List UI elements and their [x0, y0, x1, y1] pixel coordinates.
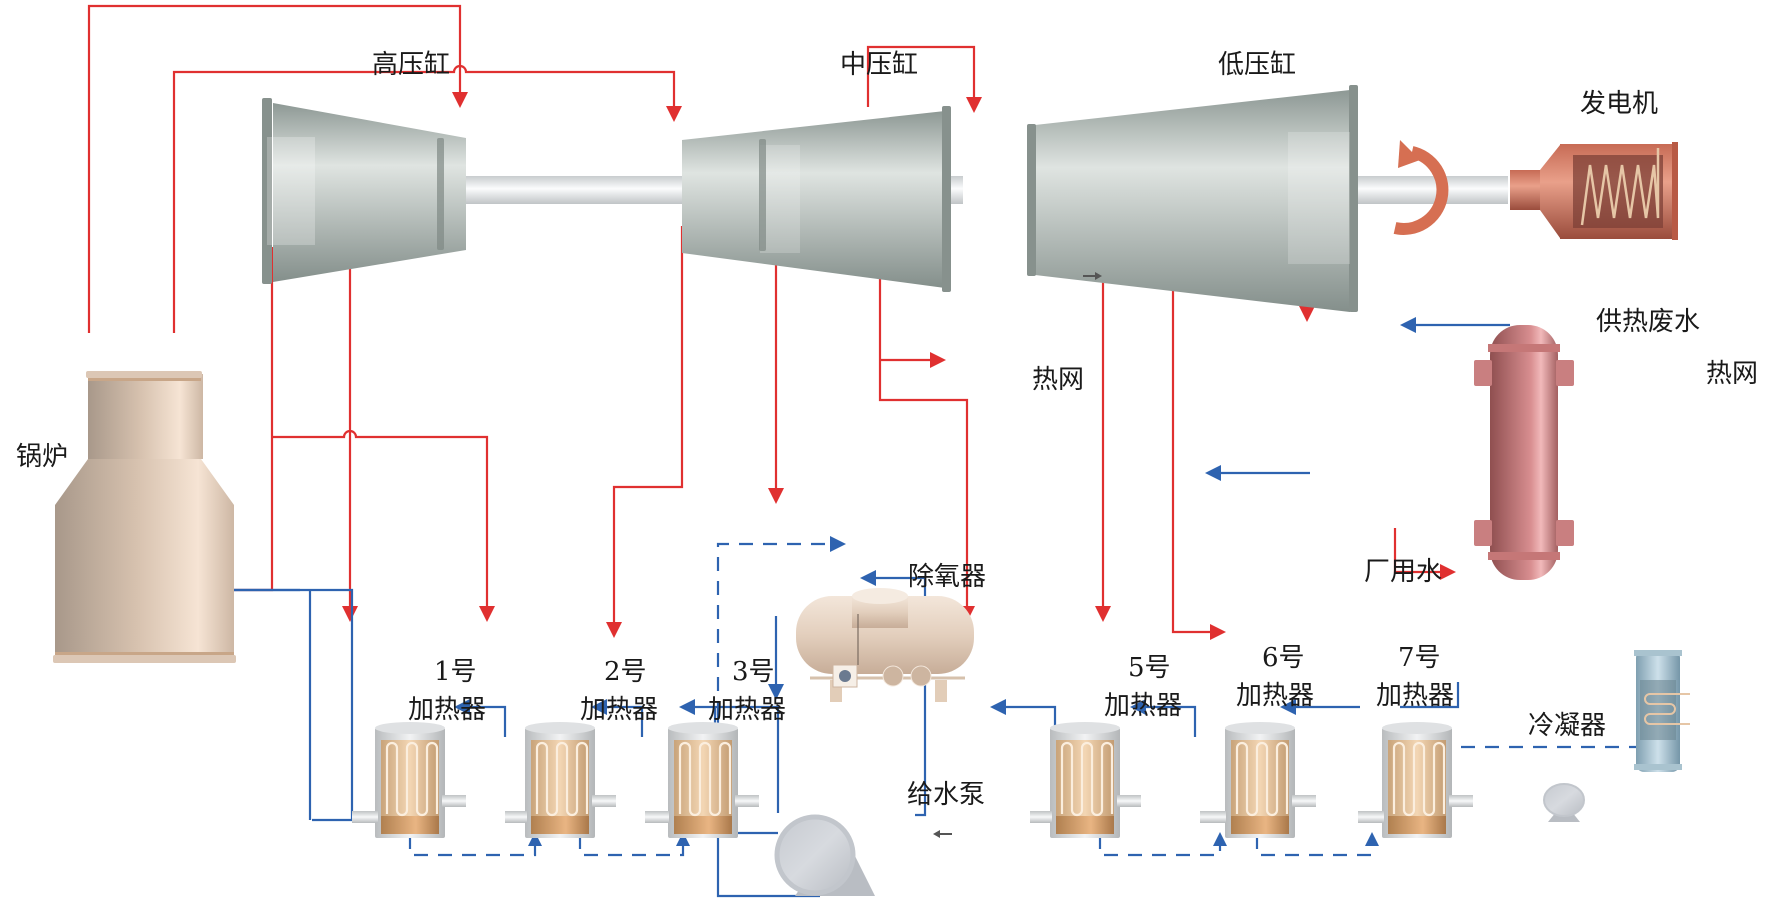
- label-heater-1-number: 1号: [434, 657, 477, 687]
- label-plant-water: 厂用水: [1364, 557, 1442, 587]
- heater-5: [1050, 722, 1120, 838]
- label-generator: 发电机: [1580, 89, 1658, 119]
- label-ip-turbine: 中压缸: [840, 50, 918, 80]
- label-heater-7-number: 7号: [1398, 643, 1441, 673]
- condenser: [1634, 650, 1690, 772]
- shaft-ip-lp: [951, 176, 963, 204]
- label-heater-6-name: 加热器: [1236, 681, 1314, 711]
- feed-pump: [774, 814, 952, 896]
- deaerator: [796, 588, 974, 702]
- label-heater-6-number: 6号: [1262, 643, 1305, 673]
- label-heat-network-out: 热网: [1032, 365, 1084, 395]
- label-heater-5-name: 加热器: [1104, 691, 1182, 721]
- label-heater-2-number: 2号: [604, 657, 647, 687]
- heater-7: [1382, 722, 1452, 838]
- label-boiler: 锅炉: [16, 442, 68, 472]
- condensate-pump: [1543, 783, 1585, 822]
- label-heater-3-number: 3号: [732, 657, 775, 687]
- label-condenser: 冷凝器: [1528, 711, 1606, 741]
- label-heater-3-name: 加热器: [708, 695, 786, 725]
- lp-turbine: [1027, 85, 1358, 312]
- boiler: [53, 371, 236, 663]
- heater-2: [525, 722, 595, 838]
- shaft-hp-ip: [466, 176, 682, 204]
- heater-3: [668, 722, 738, 838]
- labels: 高压缸 中压缸 低压缸 发电机 锅炉 热网 供热废水 热网 厂用水 除氧器 给水…: [16, 50, 1758, 810]
- label-heater-1-name: 加热器: [408, 695, 486, 725]
- label-heating-waste-water: 供热废水: [1596, 307, 1700, 337]
- heater-6: [1225, 722, 1295, 838]
- ip-turbine: [682, 106, 951, 292]
- label-hp-turbine: 高压缸: [372, 50, 450, 80]
- hp-turbine: [262, 98, 466, 284]
- heater-1: [375, 722, 445, 838]
- heater-pipes: [352, 795, 1473, 823]
- generator: [1510, 142, 1678, 240]
- heat-exchanger: [1474, 325, 1574, 580]
- label-heater-2-name: 加热器: [580, 695, 658, 725]
- label-heat-network-in: 热网: [1706, 359, 1758, 389]
- rotation-arrow-icon: [1393, 140, 1449, 235]
- label-heater-7-name: 加热器: [1376, 681, 1454, 711]
- shaft-lp-gen: [1358, 176, 1508, 204]
- label-lp-turbine: 低压缸: [1218, 50, 1296, 80]
- label-deaerator: 除氧器: [908, 562, 986, 592]
- label-heater-5-number: 5号: [1128, 653, 1171, 683]
- label-feed-pump: 给水泵: [907, 780, 985, 810]
